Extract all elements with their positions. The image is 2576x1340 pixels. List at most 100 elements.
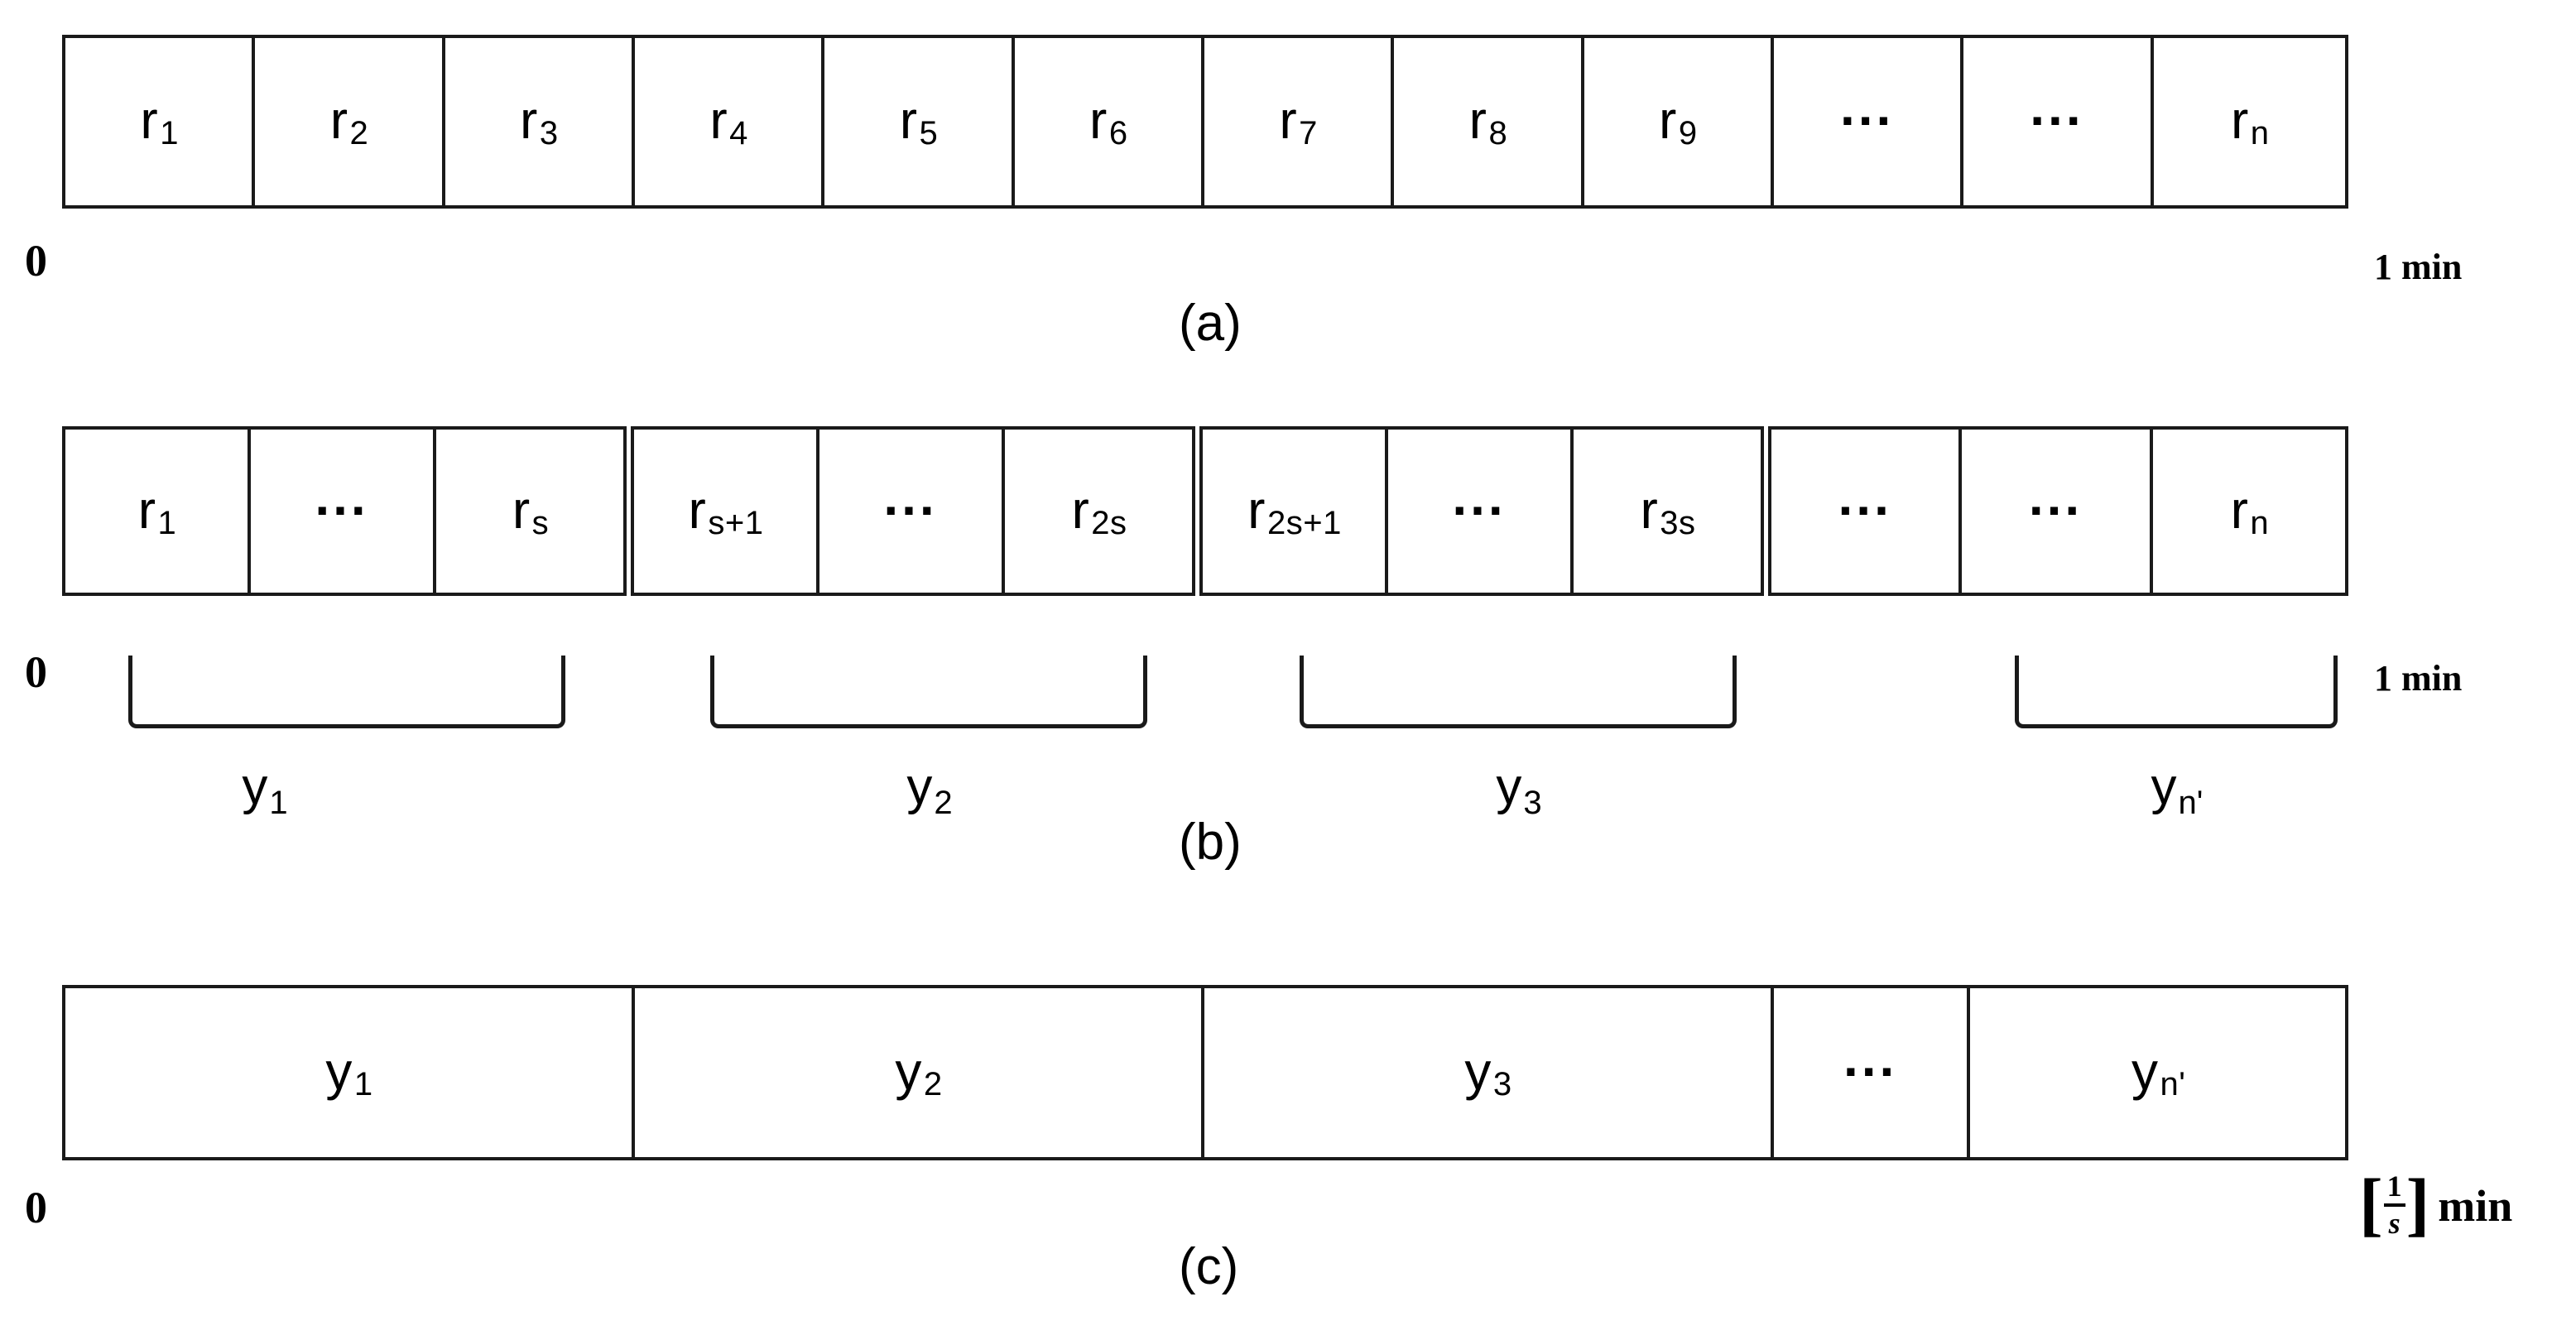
cell-label: r xyxy=(137,479,156,540)
cell-subscript: 1 xyxy=(353,1066,373,1102)
cell-ellipsis: ... xyxy=(1962,430,2153,593)
cell-label: r xyxy=(2230,479,2249,540)
panel-b-brace-2 xyxy=(710,656,1147,728)
brace-label: y xyxy=(242,758,268,815)
ellipsis-label: ... xyxy=(2028,466,2083,526)
brace-label: y xyxy=(1496,758,1522,815)
fraction-denominator: s xyxy=(2388,1206,2401,1240)
panel-b-brace-label-1: y1 xyxy=(242,758,287,820)
panel-b-brace-label-3: y3 xyxy=(1496,758,1541,820)
cell-subscript: n' xyxy=(2160,1066,2186,1102)
ellipsis-label: ... xyxy=(1452,466,1507,526)
panel-b-end-label: 1 min xyxy=(2374,653,2462,698)
panel-b-end-label-text: 1 min xyxy=(2374,658,2463,699)
cell-subscript: n xyxy=(2250,504,2270,541)
cell-ellipsis: ... xyxy=(1773,38,1964,205)
cell-label: r xyxy=(512,479,531,540)
cell-label: y xyxy=(1464,1041,1492,1101)
panel-b-brace-label-2: y2 xyxy=(906,758,952,820)
cell-subscript: 4 xyxy=(729,115,748,151)
panel-c-caption: (c) xyxy=(1179,1238,1239,1295)
cell-label: r xyxy=(1659,90,1677,150)
cell-label: r xyxy=(899,90,918,150)
brace-label-subscript: 2 xyxy=(934,785,953,821)
cell-ellipsis: ... xyxy=(819,430,1005,593)
panel-b-brace-1 xyxy=(128,656,565,728)
ellipsis-label: ... xyxy=(1838,466,1892,526)
ellipsis-label: ... xyxy=(315,466,369,526)
cell-label: y xyxy=(2131,1041,2159,1101)
cell-label: r xyxy=(329,90,348,150)
panel-c-start-label: 0 xyxy=(25,1183,47,1232)
cell-subscript: 2s xyxy=(1091,504,1127,541)
cell-label: r xyxy=(1279,90,1298,150)
panel-b-brace-label-4: yn' xyxy=(2151,758,2204,820)
panel-a-end-label-text: 1 min xyxy=(2374,247,2463,287)
cell-subscript: 5 xyxy=(919,115,939,151)
cell-ellipsis: ... xyxy=(1771,430,1963,593)
cell-label: r xyxy=(1468,90,1487,150)
brace-label: y xyxy=(906,758,933,815)
open-bracket: [ xyxy=(2359,1164,2383,1244)
panel-b-start-label: 0 xyxy=(25,647,47,697)
cell-subscript: 2s+1 xyxy=(1266,504,1342,541)
ellipsis-label: ... xyxy=(1843,1028,1898,1088)
cell-subscript: 3 xyxy=(1492,1066,1512,1102)
cell-subscript: 2 xyxy=(349,115,369,151)
cell-label: r xyxy=(1071,479,1090,540)
panel-b-brace-3 xyxy=(1300,656,1737,728)
cell-label: r xyxy=(140,90,159,150)
brace-label-subscript: 3 xyxy=(1523,785,1542,821)
cell-label: y xyxy=(325,1041,353,1101)
panel-b-brace-4 xyxy=(2015,656,2338,728)
panel-a-caption: (a) xyxy=(1179,295,1242,352)
cell-label: r xyxy=(520,90,538,150)
cell-subscript: 1 xyxy=(157,504,177,541)
cell-ellipsis: ... xyxy=(1963,38,2154,205)
cell-subscript: 8 xyxy=(1488,115,1508,151)
cell-subscript: n xyxy=(2250,115,2270,151)
cell-label: r xyxy=(1089,90,1108,150)
cell-label: r xyxy=(1247,479,1266,540)
cell-subscript: 3s xyxy=(1660,504,1696,541)
close-bracket: ] xyxy=(2405,1164,2430,1244)
cell-subscript: 6 xyxy=(1108,115,1128,151)
panel-a-end-label: 1 min xyxy=(2374,242,2462,286)
ellipsis-label: ... xyxy=(1839,77,1895,137)
cell-subscript: 7 xyxy=(1299,115,1318,151)
brace-label: y xyxy=(2151,758,2177,815)
panel-c-end-label: [ 1 s ] min xyxy=(2359,1164,2512,1244)
fraction: 1 s xyxy=(2383,1169,2405,1240)
cell-label: y xyxy=(895,1041,922,1101)
cell-label: r xyxy=(1640,479,1659,540)
panel-b-caption: (b) xyxy=(1179,814,1242,871)
panel-a-start-label: 0 xyxy=(25,236,47,286)
ellipsis-label: ... xyxy=(883,466,938,526)
brace-label-subscript: 1 xyxy=(269,785,288,821)
cell-subscript: 2 xyxy=(923,1066,943,1102)
fraction-numerator: 1 xyxy=(2386,1169,2402,1203)
cell-subscript: 1 xyxy=(160,115,179,151)
